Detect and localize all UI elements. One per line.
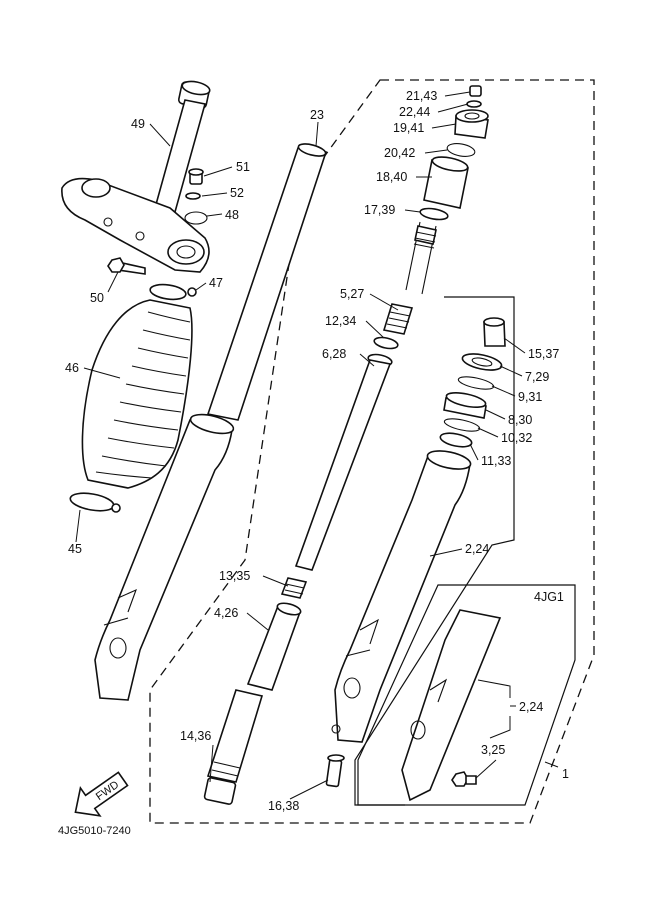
inner-tube-23 xyxy=(206,143,328,421)
ring-12 xyxy=(373,336,399,350)
callout-20-42: 20,42 xyxy=(384,146,415,160)
callout-45: 45 xyxy=(68,542,82,556)
spring-13 xyxy=(280,577,308,599)
callout-2-24: 2,24 xyxy=(465,542,489,556)
under-bracket xyxy=(61,177,210,273)
clamp-47 xyxy=(149,283,197,301)
cap-bolt-21 xyxy=(469,85,482,97)
seal-7 xyxy=(461,353,503,371)
callout-12-34: 12,34 xyxy=(325,314,356,328)
bolt-16 xyxy=(325,754,345,788)
cap-bolt-19 xyxy=(454,109,489,139)
callout-5-27: 5,27 xyxy=(340,287,364,301)
lower-rod-14 xyxy=(203,689,264,805)
callout-11-33: 11,33 xyxy=(481,454,511,468)
callout-3-25: 3,25 xyxy=(481,743,505,757)
callout-18-40: 18,40 xyxy=(376,170,407,184)
outer-tube-2 xyxy=(331,450,472,743)
steering-stem xyxy=(148,80,211,231)
callout-13-35: 13,35 xyxy=(219,569,250,583)
bolt-3 xyxy=(451,771,477,787)
callout-4-26: 4,26 xyxy=(214,606,238,620)
callout-6-28: 6,28 xyxy=(322,347,346,361)
piston-4 xyxy=(246,602,302,691)
outer-tube-outline xyxy=(354,296,515,806)
o-ring-20 xyxy=(446,143,476,157)
callout-17-39: 17,39 xyxy=(364,203,395,217)
bolt-50 xyxy=(107,257,146,275)
callout-1: 1 xyxy=(562,767,569,781)
callout-14-36: 14,36 xyxy=(180,729,211,743)
leader-lines xyxy=(75,91,559,800)
variant-outer-tube xyxy=(401,609,502,802)
assembly-boundary xyxy=(149,79,595,824)
callout-7-29: 7,29 xyxy=(525,370,549,384)
variant-box-title: 4JG1 xyxy=(534,590,564,604)
callout-49: 49 xyxy=(131,117,145,131)
fork-boot xyxy=(81,299,193,489)
callout-52: 52 xyxy=(230,186,244,200)
callout-19-41: 19,41 xyxy=(393,121,424,135)
callout-48: 48 xyxy=(225,208,239,222)
spring-5 xyxy=(382,221,437,335)
callout-46: 46 xyxy=(65,361,79,375)
washer-17 xyxy=(419,207,449,221)
spacer-18 xyxy=(423,156,469,209)
callout-50: 50 xyxy=(90,291,104,305)
callout-16-38: 16,38 xyxy=(268,799,299,813)
bush-11 xyxy=(439,432,473,448)
drawing-code: 4JG5010-7240 xyxy=(58,825,131,837)
callout-22-44: 22,44 xyxy=(399,105,430,119)
washer-22 xyxy=(466,100,482,108)
callout-23: 23 xyxy=(310,108,324,122)
bushing-15 xyxy=(483,317,506,347)
clip-9 xyxy=(457,376,495,390)
ring-48 xyxy=(184,211,208,225)
washer-10 xyxy=(443,418,481,432)
washer-52 xyxy=(185,192,201,200)
callout-51: 51 xyxy=(236,160,250,174)
damper-rod-6 xyxy=(294,353,393,571)
callout-10-32: 10,32 xyxy=(501,431,532,445)
callout-47: 47 xyxy=(209,276,223,290)
clamp-45 xyxy=(69,492,121,513)
callout-labels: 21,43 22,44 19,41 20,42 18,40 17,39 5,27… xyxy=(65,89,569,813)
callout-2-24-variant: 2,24 xyxy=(519,700,543,714)
variant-box xyxy=(357,584,576,806)
oil-seal-8 xyxy=(443,392,487,419)
callout-9-31: 9,31 xyxy=(518,390,542,404)
callout-21-43: 21,43 xyxy=(406,89,437,103)
fwd-arrow-icon: FWD xyxy=(74,771,129,817)
callout-15-37: 15,37 xyxy=(528,347,559,361)
left-outer-tube xyxy=(94,413,235,701)
bolt-51 xyxy=(188,168,204,185)
callout-8-30: 8,30 xyxy=(508,413,532,427)
